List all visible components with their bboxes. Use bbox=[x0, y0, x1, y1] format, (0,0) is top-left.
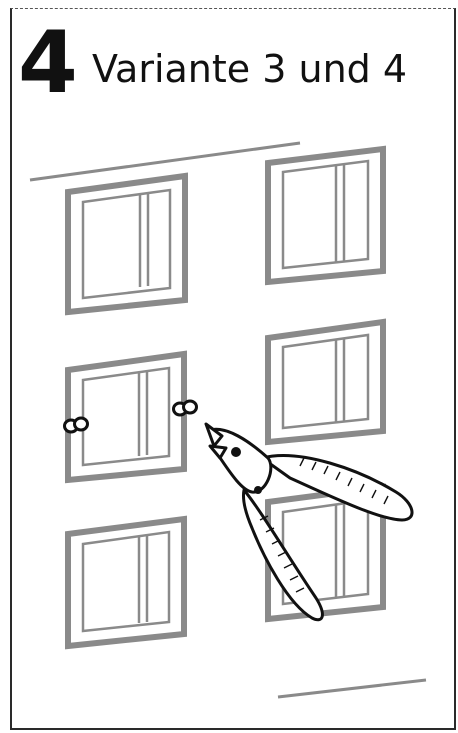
window-middle-right bbox=[265, 318, 386, 446]
window-top-right bbox=[265, 145, 386, 286]
window-middle-left bbox=[65, 350, 187, 484]
side-cutters-icon bbox=[204, 422, 414, 622]
roof-line bbox=[29, 141, 301, 182]
cable-tie-right bbox=[172, 399, 198, 417]
window-top-left bbox=[65, 172, 188, 316]
grip-texture bbox=[259, 457, 389, 593]
ground-line bbox=[277, 678, 427, 699]
step-number: 4 bbox=[18, 13, 78, 113]
instruction-panel-frame bbox=[10, 8, 456, 730]
cable-tie-left bbox=[63, 416, 89, 434]
window-bottom-left bbox=[65, 515, 187, 650]
step-title: Variante 3 und 4 bbox=[92, 47, 408, 91]
